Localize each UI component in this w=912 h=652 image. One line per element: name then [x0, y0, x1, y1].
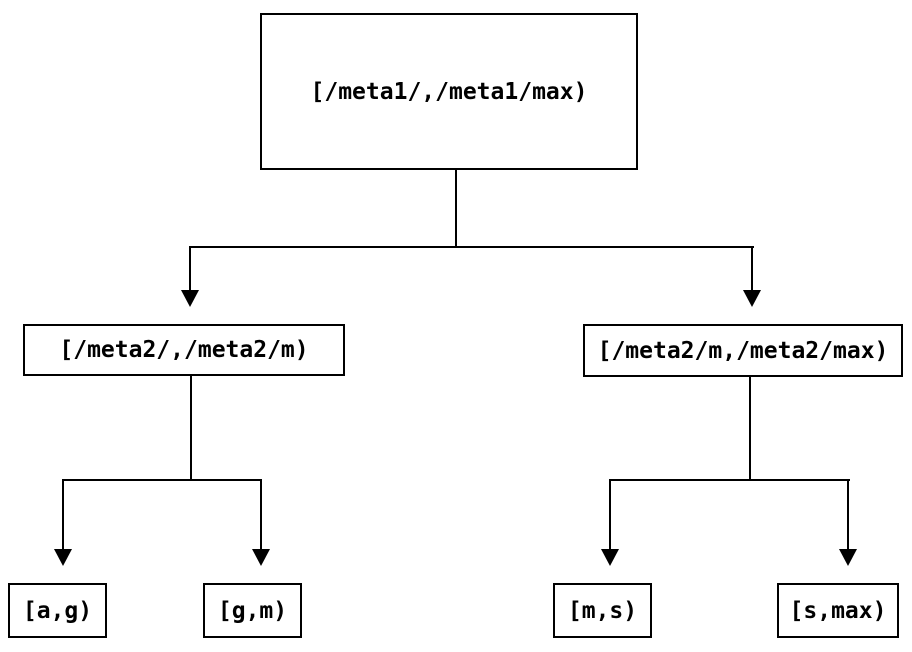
node-leaf-ms-label: [m,s)	[567, 597, 638, 624]
connector-drop-to-leaf-ms	[609, 479, 611, 549]
node-leaf-smax-label: [s,max)	[789, 597, 887, 624]
connector-meta2-low-stem	[190, 376, 192, 481]
node-root: [/meta1/,/meta1/max)	[260, 13, 638, 170]
connector-drop-to-meta2-low	[189, 246, 191, 290]
connector-root-stem	[455, 170, 457, 248]
connector-level2-right-crossbar	[609, 479, 850, 481]
node-meta2-low: [/meta2/,/meta2/m)	[23, 324, 345, 376]
connector-drop-to-meta2-high	[751, 246, 753, 290]
connector-drop-to-leaf-ag	[62, 479, 64, 549]
node-meta2-high-label: [/meta2/m,/meta2/max)	[597, 337, 889, 364]
connector-drop-to-leaf-smax	[847, 479, 849, 549]
connector-drop-to-leaf-gm	[260, 479, 262, 549]
arrowhead-down-icon	[252, 549, 270, 566]
node-leaf-ms: [m,s)	[553, 583, 652, 638]
node-leaf-gm: [g,m)	[203, 583, 302, 638]
arrowhead-down-icon	[839, 549, 857, 566]
arrowhead-down-icon	[181, 290, 199, 307]
node-leaf-smax: [s,max)	[777, 583, 899, 638]
node-leaf-gm-label: [g,m)	[217, 597, 288, 624]
node-meta2-low-label: [/meta2/,/meta2/m)	[59, 337, 309, 363]
arrowhead-down-icon	[601, 549, 619, 566]
node-leaf-ag: [a,g)	[8, 583, 107, 638]
node-leaf-ag-label: [a,g)	[22, 597, 93, 624]
connector-meta2-high-stem	[749, 377, 751, 481]
connector-level1-crossbar	[189, 246, 754, 248]
node-root-label: [/meta1/,/meta1/max)	[310, 78, 588, 105]
connector-level2-left-crossbar	[62, 479, 262, 481]
arrowhead-down-icon	[54, 549, 72, 566]
node-meta2-high: [/meta2/m,/meta2/max)	[583, 324, 903, 377]
arrowhead-down-icon	[743, 290, 761, 307]
